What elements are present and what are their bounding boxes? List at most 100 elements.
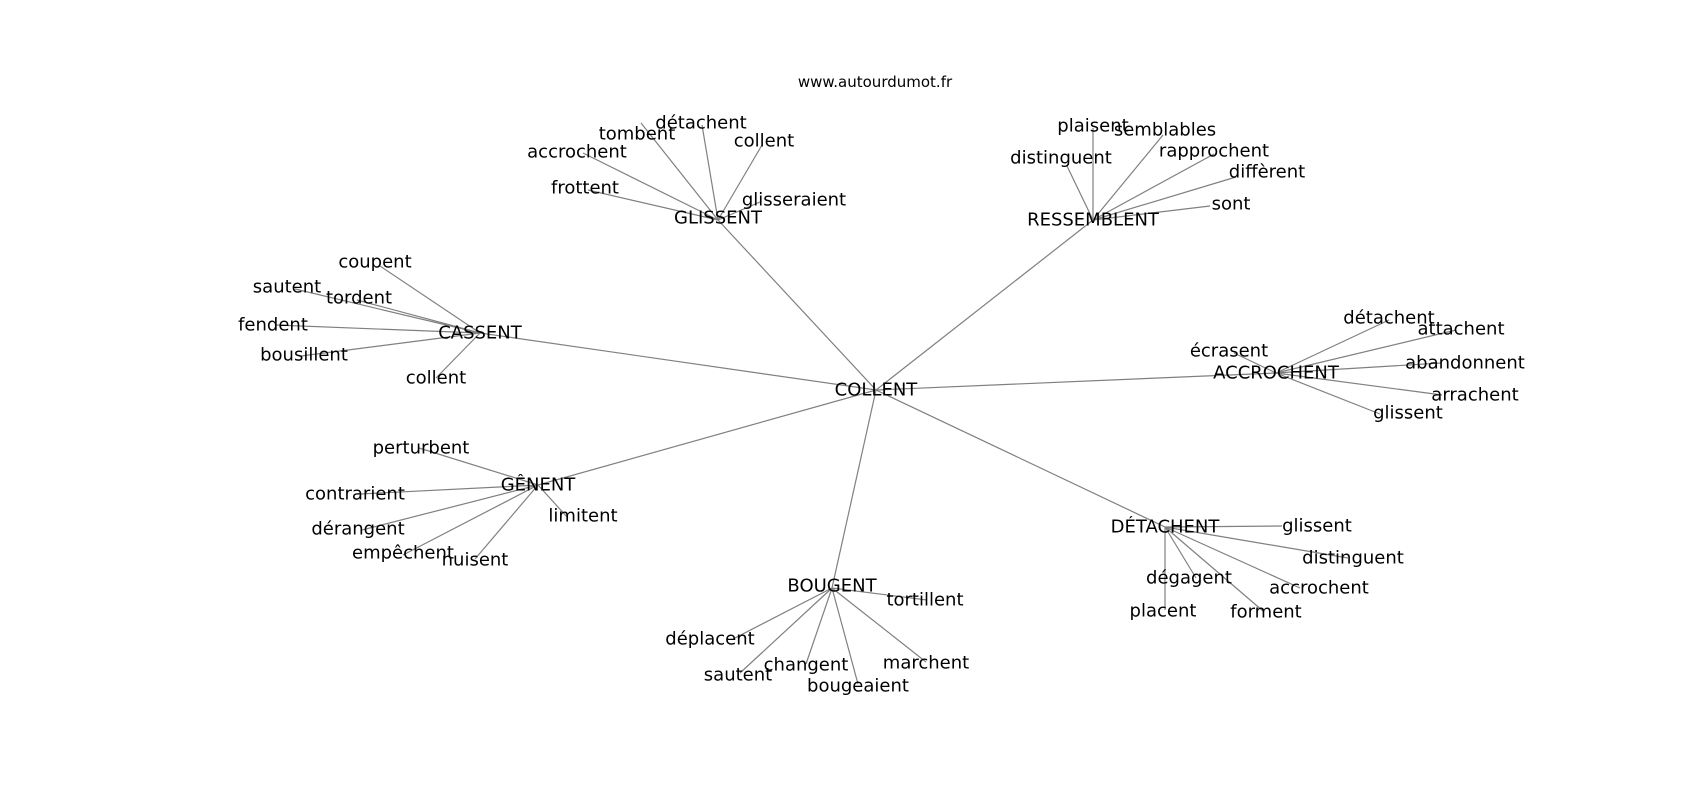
edge-bougent-to-marchent	[831, 587, 927, 663]
node-leaf-bougent-deplacent: déplacent	[665, 629, 754, 650]
node-leaf-cassent-coupent: coupent	[338, 252, 411, 273]
node-hub-accrochent: ACCROCHENT	[1213, 363, 1340, 384]
edge-cassent-to-fendent	[274, 324, 481, 334]
node-leaf-ressemblent-plaisent: plaisent	[1057, 116, 1128, 137]
node-leaf-detachent-glissent: glissent	[1282, 516, 1352, 537]
edge-accrochent-to-ecrasent	[1233, 352, 1277, 374]
edge-cassent-to-coupent	[379, 265, 481, 334]
node-leaf-accrochent-abandonnent: abandonnent	[1405, 353, 1525, 374]
edge-center-to-ressemblent	[875, 219, 1094, 391]
edge-ressemblent-to-different	[1092, 176, 1237, 221]
edge-center-to-glissent	[717, 219, 877, 391]
edge-center-to-detachent	[875, 389, 1166, 528]
node-leaf-genent-derangent: dérangent	[311, 519, 404, 540]
node-leaf-bougent-marchent: marchent	[883, 653, 969, 674]
node-leaf-accrochent-detachent: détachent	[1343, 308, 1434, 329]
edge-bougent-to-sautent	[739, 587, 833, 674]
node-leaf-detachent-distinguent: distinguent	[1302, 548, 1404, 569]
edge-center-to-bougent	[831, 389, 877, 589]
node-leaf-bougent-changent: changent	[764, 655, 849, 676]
node-leaf-cassent-sautent: sautent	[253, 277, 321, 298]
edge-genent-to-perturbent	[418, 447, 539, 486]
node-hub-glissent: GLISSENT	[674, 208, 763, 229]
edge-glissent-to-accrochent	[582, 152, 719, 221]
node-leaf-glissent-tombent: tombent	[599, 124, 676, 145]
node-leaf-cassent-collent: collent	[406, 368, 466, 389]
edge-genent-to-limitent	[537, 484, 569, 519]
edge-detachent-to-degagent	[1164, 526, 1197, 579]
node-leaf-genent-contrarient: contrarient	[305, 484, 405, 505]
edge-accrochent-to-glissent	[1275, 372, 1381, 415]
edge-center-to-accrochent	[875, 372, 1277, 391]
node-hub-bougent: BOUGENT	[787, 576, 877, 597]
edge-glissent-to-tombent	[640, 122, 719, 221]
node-leaf-accrochent-ecrasent: écrasent	[1190, 341, 1268, 362]
node-leaf-accrochent-glissent: glissent	[1373, 403, 1443, 424]
node-leaf-genent-nuisent: nuisent	[442, 550, 509, 571]
node-hub-genent: GÊNENT	[501, 474, 577, 496]
source-label: www.autourdumot.fr	[798, 73, 953, 91]
edge-accrochent-to-arrachent	[1275, 372, 1443, 396]
node-leaf-accrochent-attachent: attachent	[1417, 319, 1504, 340]
edge-bougent-to-changent	[805, 587, 833, 665]
node-leaf-bougent-tortillent: tortillent	[886, 590, 963, 611]
edge-cassent-to-bousillent	[300, 332, 481, 357]
edge-detachent-to-forment	[1164, 526, 1264, 612]
node-leaf-cassent-bousillent: bousillent	[260, 345, 348, 366]
edge-genent-to-derangent	[361, 484, 539, 531]
node-leaf-accrochent-arrachent: arrachent	[1431, 385, 1518, 406]
edge-accrochent-to-abandonnent	[1275, 362, 1442, 374]
node-leaf-glissent-collent: collent	[734, 131, 794, 152]
node-leaf-genent-perturbent: perturbent	[373, 438, 470, 459]
edge-cassent-to-sautent	[294, 288, 481, 334]
node-leaf-detachent-accrochent: accrochent	[1269, 578, 1369, 599]
node-center-collent: COLLENT	[835, 380, 919, 401]
edge-glissent-to-frottent	[587, 189, 719, 221]
edge-ressemblent-to-distinguent	[1066, 165, 1094, 221]
node-leaf-ressemblent-distinguent: distinguent	[1010, 148, 1112, 169]
edge-detachent-to-accrochent	[1164, 526, 1301, 589]
edge-cassent-to-tordent	[356, 299, 481, 334]
node-leaf-bougent-sautent: sautent	[704, 665, 772, 686]
edge-bougent-to-bougeaient	[831, 587, 859, 685]
graph-labels: www.autourdumot.fr COLLENT GLISSENT tomben…	[238, 73, 1525, 697]
edge-center-to-cassent	[479, 332, 877, 391]
node-leaf-bougent-bougeaient: bougeaient	[807, 676, 909, 697]
edge-genent-to-contrarient	[359, 484, 539, 495]
node-leaf-detachent-placent: placent	[1130, 601, 1197, 622]
node-leaf-glissent-frottent: frottent	[551, 178, 619, 199]
edge-genent-to-nuisent	[474, 484, 539, 560]
edge-ressemblent-to-semblables	[1092, 134, 1164, 221]
graph-edges	[274, 122, 1457, 685]
node-leaf-ressemblent-rapprochent: rapprochent	[1159, 141, 1269, 162]
node-leaf-cassent-tordent: tordent	[326, 288, 392, 309]
edge-accrochent-to-attachent	[1275, 329, 1457, 374]
edge-ressemblent-to-sont	[1092, 205, 1211, 221]
node-leaf-detachent-degagent: dégagent	[1146, 568, 1232, 589]
edge-genent-to-empechent	[402, 484, 539, 556]
edge-cassent-to-collent	[435, 332, 481, 379]
edge-glissent-to-glisseraient	[717, 201, 761, 221]
node-leaf-ressemblent-sont: sont	[1212, 194, 1251, 215]
edge-detachent-to-distinguent	[1164, 526, 1349, 559]
edge-center-to-genent	[537, 389, 877, 486]
edge-detachent-to-glissent	[1164, 525, 1283, 528]
edge-glissent-to-detachent	[701, 124, 719, 221]
node-leaf-detachent-forment: forment	[1230, 602, 1302, 623]
edge-bougent-to-deplacent	[732, 587, 833, 640]
node-leaf-glissent-accrochent: accrochent	[527, 142, 627, 163]
edge-accrochent-to-detachent	[1275, 319, 1390, 374]
edge-glissent-to-collent	[717, 144, 763, 221]
node-leaf-glissent-detachent: détachent	[655, 113, 746, 134]
node-hub-cassent: CASSENT	[438, 323, 523, 344]
node-hub-detachent: DÉTACHENT	[1111, 516, 1221, 538]
node-leaf-glissent-glisseraient: glisseraient	[742, 190, 846, 211]
node-leaf-ressemblent-different: diffèrent	[1229, 162, 1305, 183]
edge-ressemblent-to-rapprochent	[1092, 153, 1215, 221]
node-leaf-genent-empechent: empêchent	[352, 543, 454, 564]
node-leaf-genent-limitent: limitent	[548, 506, 617, 527]
node-leaf-ressemblent-semblables: semblables	[1114, 120, 1216, 141]
node-hub-ressemblent: RESSEMBLENT	[1027, 210, 1160, 231]
edge-bougent-to-tortillent	[831, 587, 928, 601]
